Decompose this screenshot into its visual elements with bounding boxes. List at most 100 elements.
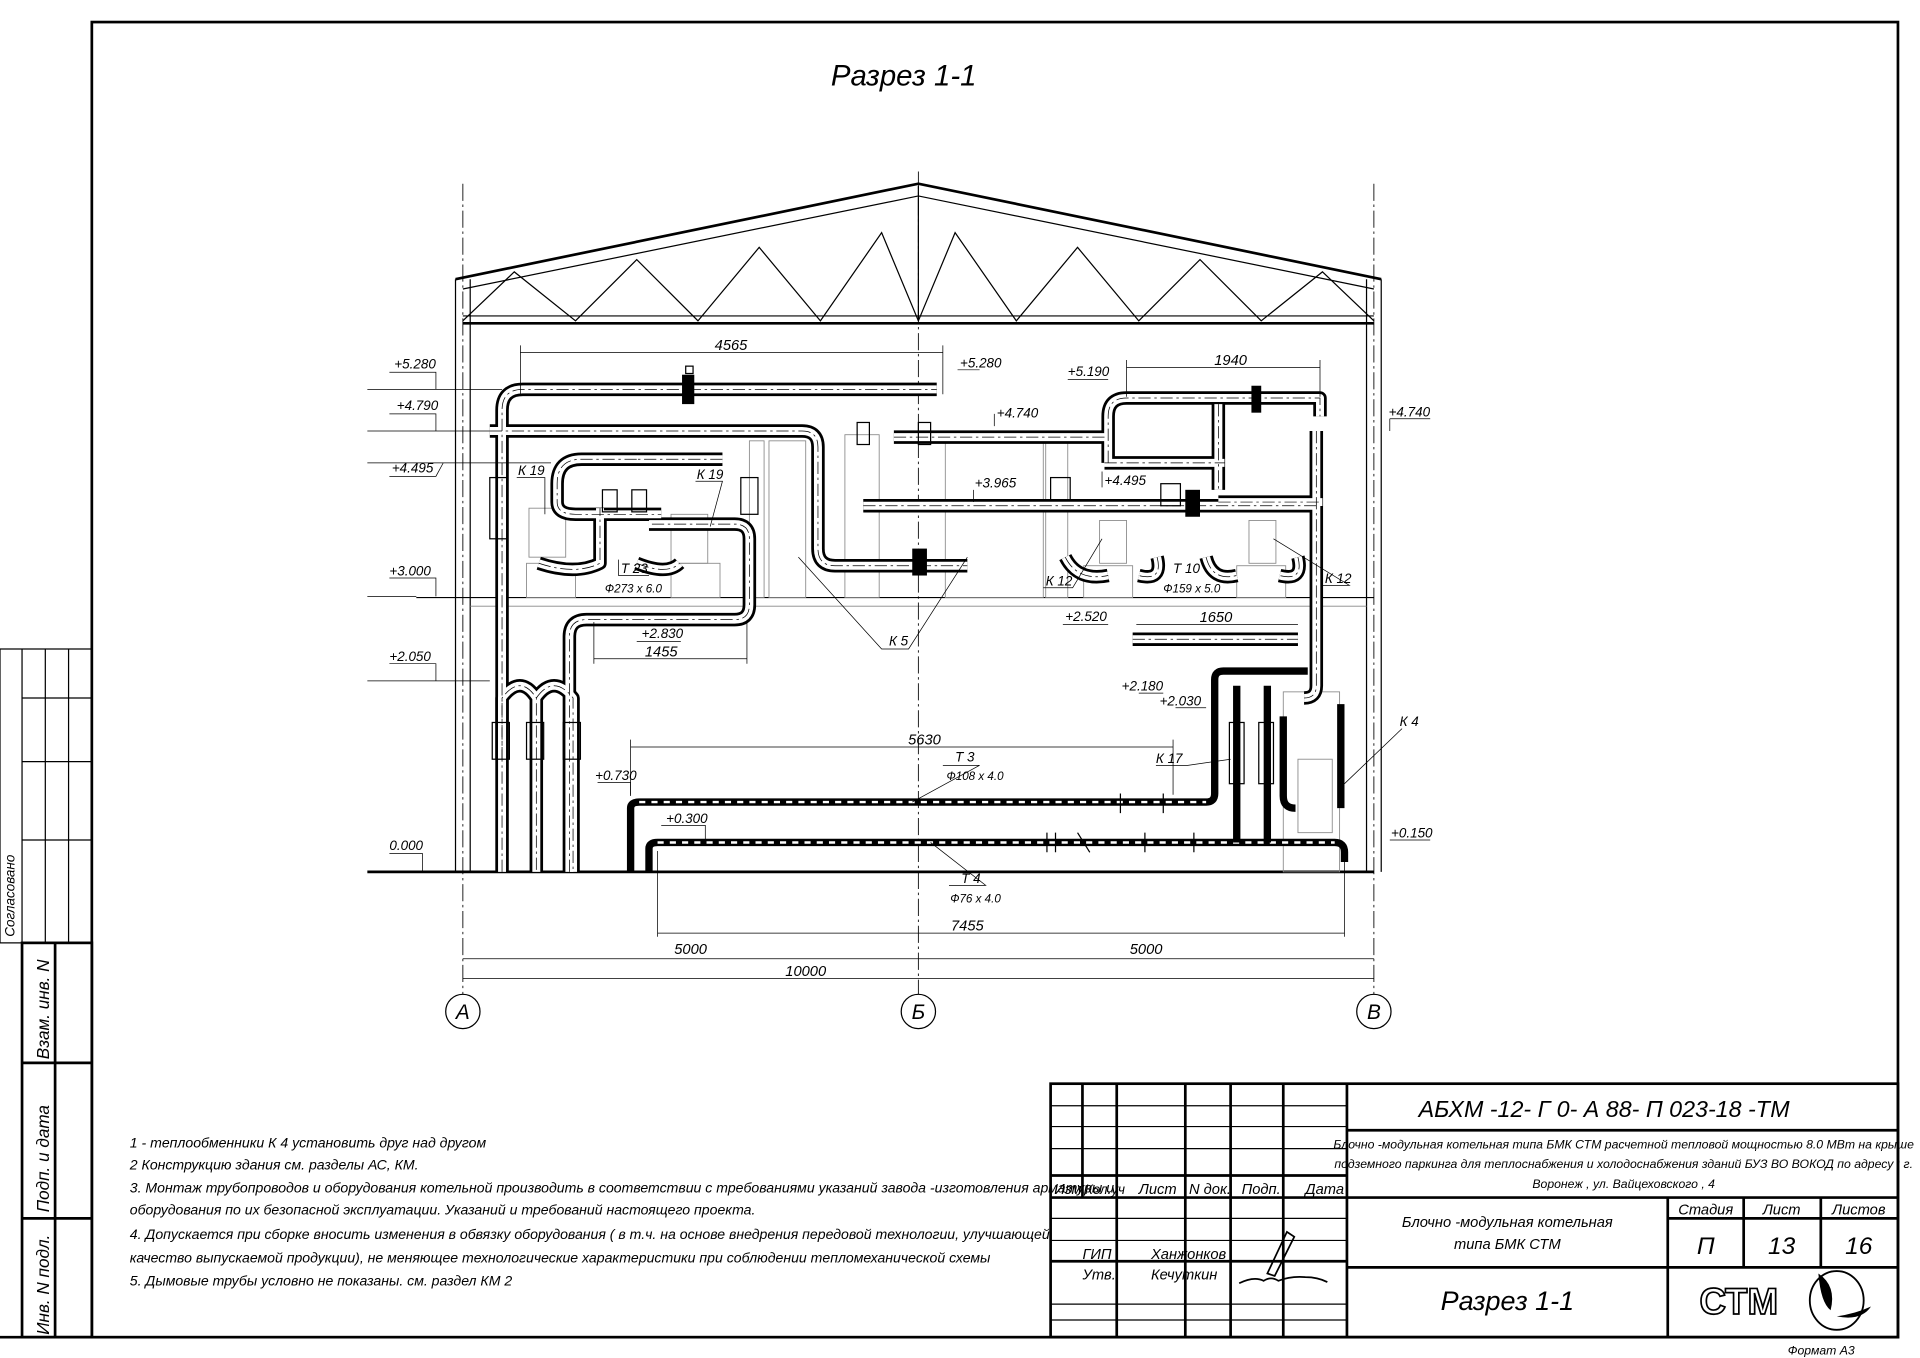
elev-3000: +3.000	[389, 564, 431, 579]
pipe-segment	[501, 389, 937, 872]
signer-role-utv: Утв.	[1081, 1268, 1115, 1284]
callout-t4: Т 4	[961, 871, 980, 886]
dim-10000: 10000	[785, 964, 827, 980]
description-line-2: подземного паркинга для теплоснабжения и…	[1334, 1157, 1913, 1171]
axis-label-v: В	[1367, 1001, 1381, 1024]
pipe-segment	[498, 681, 578, 872]
grid-axes: А Б В	[445, 171, 1392, 1030]
elev-4740-right: +4.740	[1389, 404, 1431, 419]
col-izm: Изм.	[1054, 1182, 1085, 1198]
pipe-segment	[1107, 397, 1321, 463]
callout-t23: Т 23	[621, 561, 648, 576]
title-block: Изм. Кол.уч Лист N док. Подп. Дата ГИП Х…	[1049, 1082, 1914, 1357]
dim-1940: 1940	[1214, 353, 1248, 369]
elev-0150: +0.150	[1391, 826, 1433, 841]
callout-t10: Т 10	[1173, 561, 1200, 576]
dim-5000-left: 5000	[674, 942, 708, 958]
pipe-segment	[1064, 556, 1300, 578]
svg-text:СТМ: СТМ	[1699, 1281, 1778, 1322]
callout-k19-left: К 19	[518, 463, 545, 478]
elev-5280-right: +5.280	[960, 355, 1002, 370]
signer-name-gip: Ханжонков	[1150, 1247, 1227, 1263]
callout-t23-size: Ф273 х 6.0	[605, 583, 663, 596]
callout-k12-left: К 12	[1046, 573, 1073, 588]
note-3-cont: оборудования по их безопасной эксплуатац…	[130, 1202, 756, 1218]
sheet-value: 13	[1768, 1233, 1796, 1260]
dim-5630: 5630	[908, 733, 942, 749]
sheets-value: 16	[1845, 1233, 1873, 1260]
elev-4495-left: +4.495	[392, 461, 434, 476]
callout-t3-size: Ф108 х 4.0	[947, 770, 1005, 783]
elev-5190: +5.190	[1068, 364, 1110, 379]
note-3: 3. Монтаж трубопроводов и оборудования к…	[130, 1180, 1114, 1196]
signer-role-gip: ГИП	[1082, 1247, 1111, 1263]
elev-2030: +2.030	[1160, 693, 1202, 708]
callout-t3: Т 3	[955, 750, 975, 765]
col-podp: Подп.	[1242, 1182, 1281, 1198]
pipe-segment	[489, 430, 968, 567]
pipe-segment	[556, 458, 723, 515]
col-kol: Кол.уч	[1085, 1182, 1125, 1197]
elev-2830: +2.830	[642, 626, 684, 641]
elev-4495-right: +4.495	[1104, 473, 1146, 488]
axis-label-a: А	[454, 1001, 470, 1024]
elevation-marks: +5.280 +4.790 +4.495 +3.000 +2.050 +0.73…	[367, 355, 1433, 872]
description-line-3: Воронеж , ул. Вайцеховского , 4	[1532, 1177, 1715, 1191]
stamp-label-sign: Подп. и дата	[33, 1105, 53, 1212]
note-5: 5. Дымовые трубы условно не показаны. см…	[130, 1273, 513, 1289]
callout-t10-size: Ф159 х 5.0	[1163, 583, 1221, 596]
dim-5000-right: 5000	[1130, 942, 1164, 958]
pipe-segment	[538, 508, 680, 570]
fittings	[489, 365, 1275, 853]
callouts: К 19 К 19 Т 23 Ф273 х 6.0 К 5 К 12 Т 10 …	[516, 463, 1419, 905]
col-date: Дата	[1303, 1182, 1344, 1198]
pipe-segment	[569, 523, 750, 872]
note-1: 1 - теплообменники К 4 установить друг н…	[130, 1134, 487, 1150]
note-2: 2 Конструкцию здания см. разделы АС, КМ.	[129, 1156, 419, 1172]
callout-k4: К 4	[1400, 714, 1419, 729]
dim-4565: 4565	[715, 338, 749, 354]
stage-value: П	[1697, 1233, 1715, 1260]
pipe-segment	[562, 517, 757, 872]
dim-1455: 1455	[645, 644, 679, 660]
callout-t4-size: Ф76 х 4.0	[950, 892, 1001, 905]
pipe-segment	[565, 520, 754, 872]
elev-2180: +2.180	[1122, 679, 1164, 694]
elev-2520: +2.520	[1065, 609, 1107, 624]
pipe-segment	[1218, 404, 1323, 503]
note-4: 4. Допускается при сборке вносить измене…	[130, 1226, 1050, 1242]
dim-1650: 1650	[1200, 610, 1234, 626]
pipes	[489, 382, 1327, 872]
agreed-label: Согласовано	[3, 854, 18, 937]
object-name-1: Блочно -модульная котельная	[1402, 1215, 1613, 1231]
side-stamp: Согласовано Взам. инв. N Подп. и дата Ин…	[0, 648, 94, 1339]
drawing-title: Разрез 1-1	[831, 60, 977, 93]
pipe-segment	[1214, 404, 1323, 507]
pipe-segment	[1304, 431, 1317, 699]
elev-5280-left: +5.280	[394, 357, 436, 372]
pipe-segment	[501, 685, 574, 872]
stamp-label-inv: Инв. N подл.	[33, 1235, 53, 1335]
sheets-label: Листов	[1831, 1203, 1886, 1219]
callout-k19-right: К 19	[697, 467, 724, 482]
sheet-title: Разрез 1-1	[1441, 1286, 1574, 1316]
elev-0000: 0.000	[389, 838, 423, 853]
axis-label-b: Б	[912, 1001, 926, 1024]
elev-4740-mid: +4.740	[997, 406, 1039, 421]
callout-k12-right: К 12	[1325, 571, 1352, 586]
sheet-label: Лист	[1762, 1203, 1801, 1219]
dimension-lines: 4565 1940 1455 1650 5630 7455 5000 5000 …	[462, 338, 1374, 980]
object-name-2: типа БМК СТМ	[1454, 1237, 1562, 1253]
elev-3965: +3.965	[975, 475, 1017, 490]
doc-code: АБХМ -12- Г 0- А 88- П 023-18 -ТМ	[1417, 1096, 1791, 1122]
elev-0300: +0.300	[666, 811, 708, 826]
stage-label: Стадия	[1678, 1203, 1733, 1219]
note-4-cont: качество выпускаемой продукции), не меня…	[130, 1249, 991, 1265]
small-pipes	[626, 667, 1349, 872]
dim-7455: 7455	[951, 919, 985, 935]
signature	[1238, 1230, 1328, 1285]
signer-name-utv: Кечуткин	[1151, 1268, 1217, 1284]
callout-k5: К 5	[889, 633, 909, 648]
company-logo: СТМ	[1699, 1270, 1872, 1331]
